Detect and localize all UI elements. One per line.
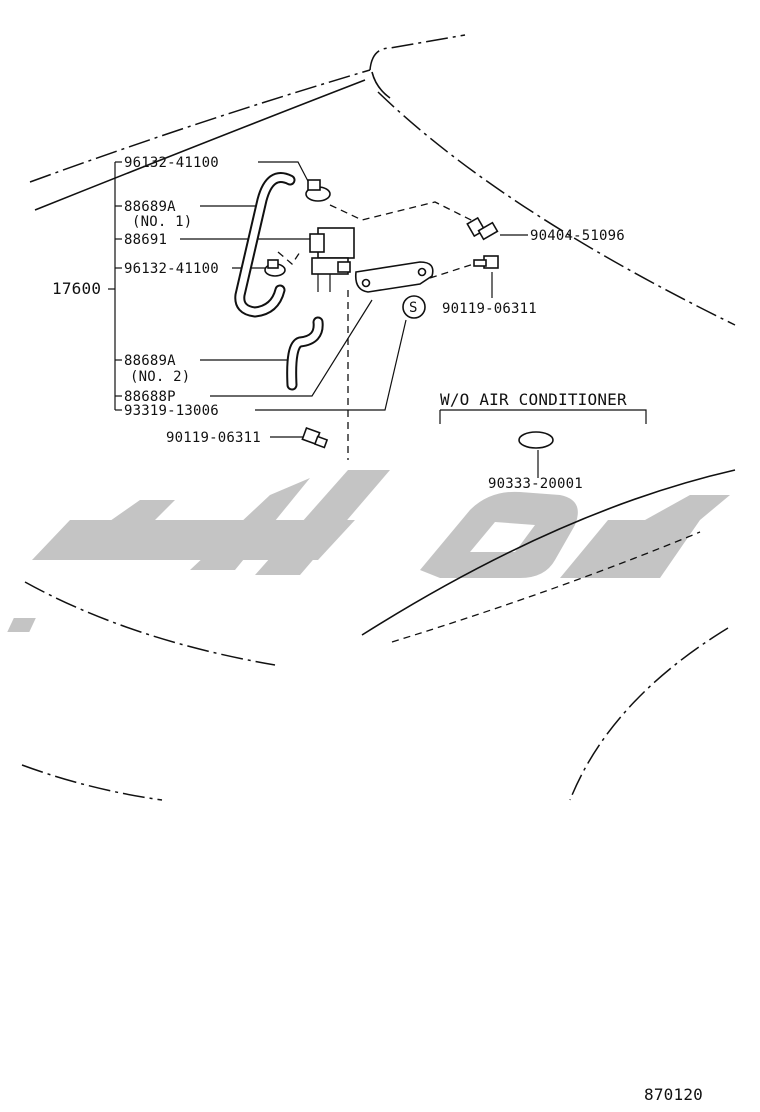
clip-mid [264, 259, 286, 277]
label-90119-06311-right: 90119-06311 [442, 301, 537, 317]
bracket-part [354, 261, 434, 293]
vsv-valve [309, 227, 355, 292]
bolt-90119-right [473, 255, 499, 269]
part-labels: 96132-41100 88689A (NO. 1) 88691 96132-4… [52, 155, 703, 1104]
s-marker-circle [402, 295, 426, 319]
label-90333-20001: 90333-20001 [488, 476, 583, 492]
leader-93319 [255, 319, 407, 411]
wo-air-bracket [439, 409, 647, 424]
hood-corner-line [369, 34, 466, 71]
assembly-line-1 [329, 201, 476, 223]
watermark-stroke-2 [90, 500, 175, 545]
watermark-stroke-3 [190, 478, 310, 570]
plug-90333 [518, 431, 554, 449]
body-outline [21, 34, 736, 801]
label-96132-41100-mid: 96132-41100 [124, 261, 219, 277]
fender-line [377, 91, 736, 326]
watermark-dot [7, 618, 36, 632]
label-88691: 88691 [124, 232, 167, 248]
panel-line-3 [569, 627, 729, 801]
assembly-line-4 [277, 251, 301, 265]
page-code: 870120 [644, 1085, 703, 1104]
watermark-stroke-5 [560, 520, 700, 578]
label-88688p: 88688P [124, 389, 176, 405]
hood-line-upper [29, 69, 371, 183]
clip-top [305, 179, 331, 202]
panel-line-2 [391, 531, 701, 643]
watermark-logo [7, 470, 730, 632]
label-88689a-no1: 88689A [124, 199, 176, 215]
panel-line-1 [361, 469, 736, 636]
leader-lines [180, 161, 647, 478]
leader-88688p [210, 299, 373, 397]
hose-no1 [234, 172, 296, 318]
label-no2: (NO. 2) [130, 369, 190, 385]
hood-corner-curve [371, 71, 391, 99]
assembly-lines [277, 201, 481, 460]
bolt-90119-left [301, 426, 329, 449]
watermark-loop [420, 491, 578, 578]
label-s-marker: S [409, 300, 418, 316]
label-17600: 17600 [52, 279, 101, 298]
group-bracket-17600 [108, 161, 122, 411]
label-93319-13006: 93319-13006 [124, 403, 219, 419]
label-88689a-no2: 88689A [124, 353, 176, 369]
label-wo-air-conditioner: W/O AIR CONDITIONER [440, 390, 627, 409]
watermark-stroke-4 [255, 470, 390, 575]
lower-body-line-1 [24, 581, 276, 666]
label-90119-06311-left: 90119-06311 [166, 430, 261, 446]
lower-body-line-2 [21, 764, 163, 801]
bolt-90404 [466, 216, 499, 241]
hood-line-lower [34, 79, 366, 211]
hose-no2 [286, 316, 324, 391]
assembly-line-2 [429, 261, 481, 279]
label-96132-41100-top: 96132-41100 [124, 155, 219, 171]
label-no1: (NO. 1) [132, 214, 192, 230]
label-90404-51096: 90404-51096 [530, 228, 625, 244]
watermark-stroke-6 [645, 495, 730, 520]
leader-96132-top [258, 161, 311, 186]
